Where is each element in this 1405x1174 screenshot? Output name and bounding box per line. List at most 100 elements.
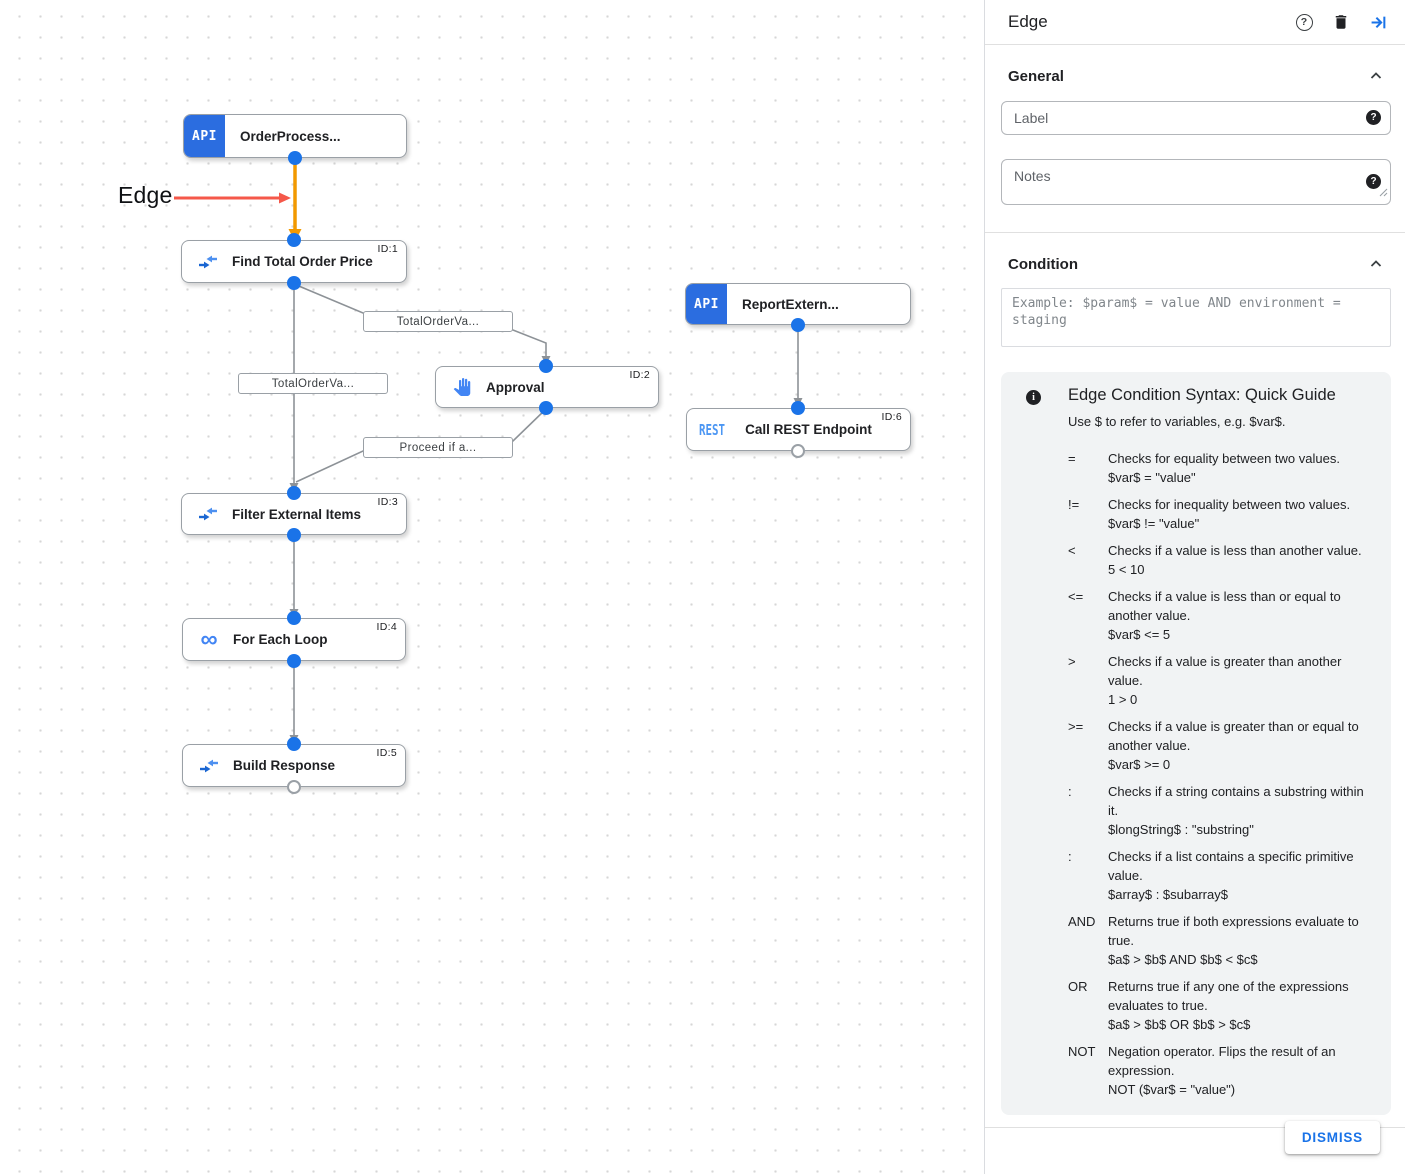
port-approval-out[interactable] xyxy=(539,401,553,415)
guide-intro: Use $ to refer to variables, e.g. $var$. xyxy=(1068,414,1286,429)
guide-row: Returns true if any one of the expressio… xyxy=(1108,979,1349,1032)
notes-input[interactable] xyxy=(1001,159,1391,205)
port-rest-out[interactable] xyxy=(791,444,805,458)
data-mapping-icon xyxy=(198,758,220,774)
chevron-up-icon xyxy=(1370,72,1382,79)
guide-title: Edge Condition Syntax: Quick Guide xyxy=(1068,386,1336,404)
guide-op: >= xyxy=(1068,719,1084,734)
node-title: Build Response xyxy=(233,758,336,773)
node-id-badge: ID:5 xyxy=(376,747,397,759)
port-foreach-in[interactable] xyxy=(287,611,301,625)
guide-op: > xyxy=(1068,654,1076,669)
port-build-out[interactable] xyxy=(287,780,301,794)
port-orderprocess-out[interactable] xyxy=(288,151,302,165)
guide-op: NOT xyxy=(1068,1044,1096,1059)
node-id-badge: ID:3 xyxy=(377,496,398,508)
guide-op: : xyxy=(1068,849,1072,864)
condition-syntax-guide-card: i Edge Condition Syntax: Quick Guide Use… xyxy=(1001,372,1391,1115)
edge-annotation-label: Edge xyxy=(118,182,173,208)
guide-row: Checks if a value is greater than anothe… xyxy=(1108,654,1342,707)
label-field-wrap: ? xyxy=(1001,101,1391,135)
node-call-rest-endpoint[interactable]: ID:6 REST Call REST Endpoint xyxy=(686,408,911,451)
guide-operator-list: = Checks for equality between two values… xyxy=(1068,449,1375,1099)
notes-resize-handle[interactable] xyxy=(1378,184,1388,202)
general-section-header: General xyxy=(985,63,1405,89)
guide-op: <= xyxy=(1068,589,1084,604)
port-reportextern-out[interactable] xyxy=(791,318,805,332)
guide-row: Checks if a value is less than another v… xyxy=(1108,543,1362,577)
port-find-out[interactable] xyxy=(287,276,301,290)
guide-row: Checks for inequality between two values… xyxy=(1108,497,1351,531)
node-orderprocess-trigger[interactable]: API OrderProcess... xyxy=(183,114,407,158)
port-filter-in[interactable] xyxy=(287,486,301,500)
footer-divider xyxy=(985,1127,1405,1128)
notes-field-wrap: ? xyxy=(1001,159,1391,205)
help-button[interactable]: ? xyxy=(1291,9,1317,35)
guide-row: Returns true if both expressions evaluat… xyxy=(1108,914,1359,967)
guide-op: : xyxy=(1068,784,1072,799)
port-filter-out[interactable] xyxy=(287,528,301,542)
guide-content: Edge Condition Syntax: Quick Guide Use $… xyxy=(1068,386,1375,1099)
flow-canvas[interactable]: Edge API OrderProcess... ID:1 Find Total… xyxy=(0,0,985,1174)
node-title: Call REST Endpoint xyxy=(745,422,872,437)
node-for-each-loop[interactable]: ID:4 ∞ For Each Loop xyxy=(182,618,406,661)
edges-layer xyxy=(174,160,803,744)
guide-row: Negation operator. Flips the result of a… xyxy=(1108,1044,1336,1097)
loop-infinity-icon: ∞ xyxy=(200,625,218,653)
guide-op: < xyxy=(1068,543,1076,558)
api-trigger-badge: API xyxy=(686,284,727,324)
node-id-badge: ID:2 xyxy=(629,369,650,381)
guide-rail: i xyxy=(1013,386,1068,1099)
info-icon: i xyxy=(1026,390,1041,405)
trash-icon xyxy=(1335,15,1347,29)
edge-label-approval-to-filter[interactable]: Proceed if a... xyxy=(363,437,513,458)
help-icon: ? xyxy=(1295,13,1313,31)
node-title: OrderProcess... xyxy=(240,128,341,144)
panel-title: Edge xyxy=(1008,12,1048,31)
collapse-panel-button[interactable] xyxy=(1365,9,1391,35)
guide-row: Checks if a list contains a specific pri… xyxy=(1108,849,1354,902)
edge-label-find-to-approval[interactable]: TotalOrderVa... xyxy=(363,311,513,332)
guide-op: AND xyxy=(1068,914,1096,929)
port-find-in[interactable] xyxy=(287,233,301,247)
node-title: Approval xyxy=(486,379,545,395)
general-collapse-toggle[interactable] xyxy=(1363,63,1389,89)
edge-label-find-to-filter[interactable]: TotalOrderVa... xyxy=(238,373,388,394)
panel-header: Edge ? xyxy=(985,0,1405,45)
guide-row: Checks for equality between two values. … xyxy=(1108,451,1340,485)
approval-hand-icon xyxy=(451,378,473,396)
general-heading: General xyxy=(1008,67,1064,85)
api-trigger-badge: API xyxy=(184,115,225,157)
guide-op: = xyxy=(1068,451,1076,466)
node-title: Find Total Order Price xyxy=(232,254,373,269)
data-mapping-icon xyxy=(197,254,219,270)
section-divider xyxy=(985,232,1405,233)
port-build-in[interactable] xyxy=(287,737,301,751)
node-id-badge: ID:1 xyxy=(377,243,398,255)
data-mapping-icon xyxy=(197,506,219,522)
edge-config-panel: Edge ? General xyxy=(985,0,1405,1174)
port-foreach-out[interactable] xyxy=(287,654,301,668)
guide-op: != xyxy=(1068,497,1080,512)
condition-collapse-toggle[interactable] xyxy=(1363,251,1389,277)
delete-edge-button[interactable] xyxy=(1328,9,1354,35)
keyboard-tab-icon xyxy=(1371,16,1385,28)
chevron-up-icon xyxy=(1370,260,1382,267)
node-title: For Each Loop xyxy=(233,632,328,647)
condition-section-header: Condition xyxy=(985,251,1405,277)
guide-op: OR xyxy=(1068,979,1088,994)
port-rest-in[interactable] xyxy=(791,401,805,415)
port-approval-in[interactable] xyxy=(539,359,553,373)
condition-input[interactable] xyxy=(1001,288,1391,347)
node-title: Filter External Items xyxy=(232,506,362,522)
node-id-badge: ID:6 xyxy=(881,411,902,423)
label-help-icon[interactable]: ? xyxy=(1366,110,1381,125)
label-input[interactable] xyxy=(1001,101,1391,135)
guide-row: Checks if a string contains a substring … xyxy=(1108,784,1364,837)
notes-help-icon[interactable]: ? xyxy=(1366,174,1381,189)
dismiss-button[interactable]: DISMISS xyxy=(1284,1121,1380,1154)
rest-task-icon: REST xyxy=(699,420,726,439)
edge-find-to-approval[interactable] xyxy=(293,283,551,365)
guide-row: Checks if a value is greater than or equ… xyxy=(1108,719,1359,772)
